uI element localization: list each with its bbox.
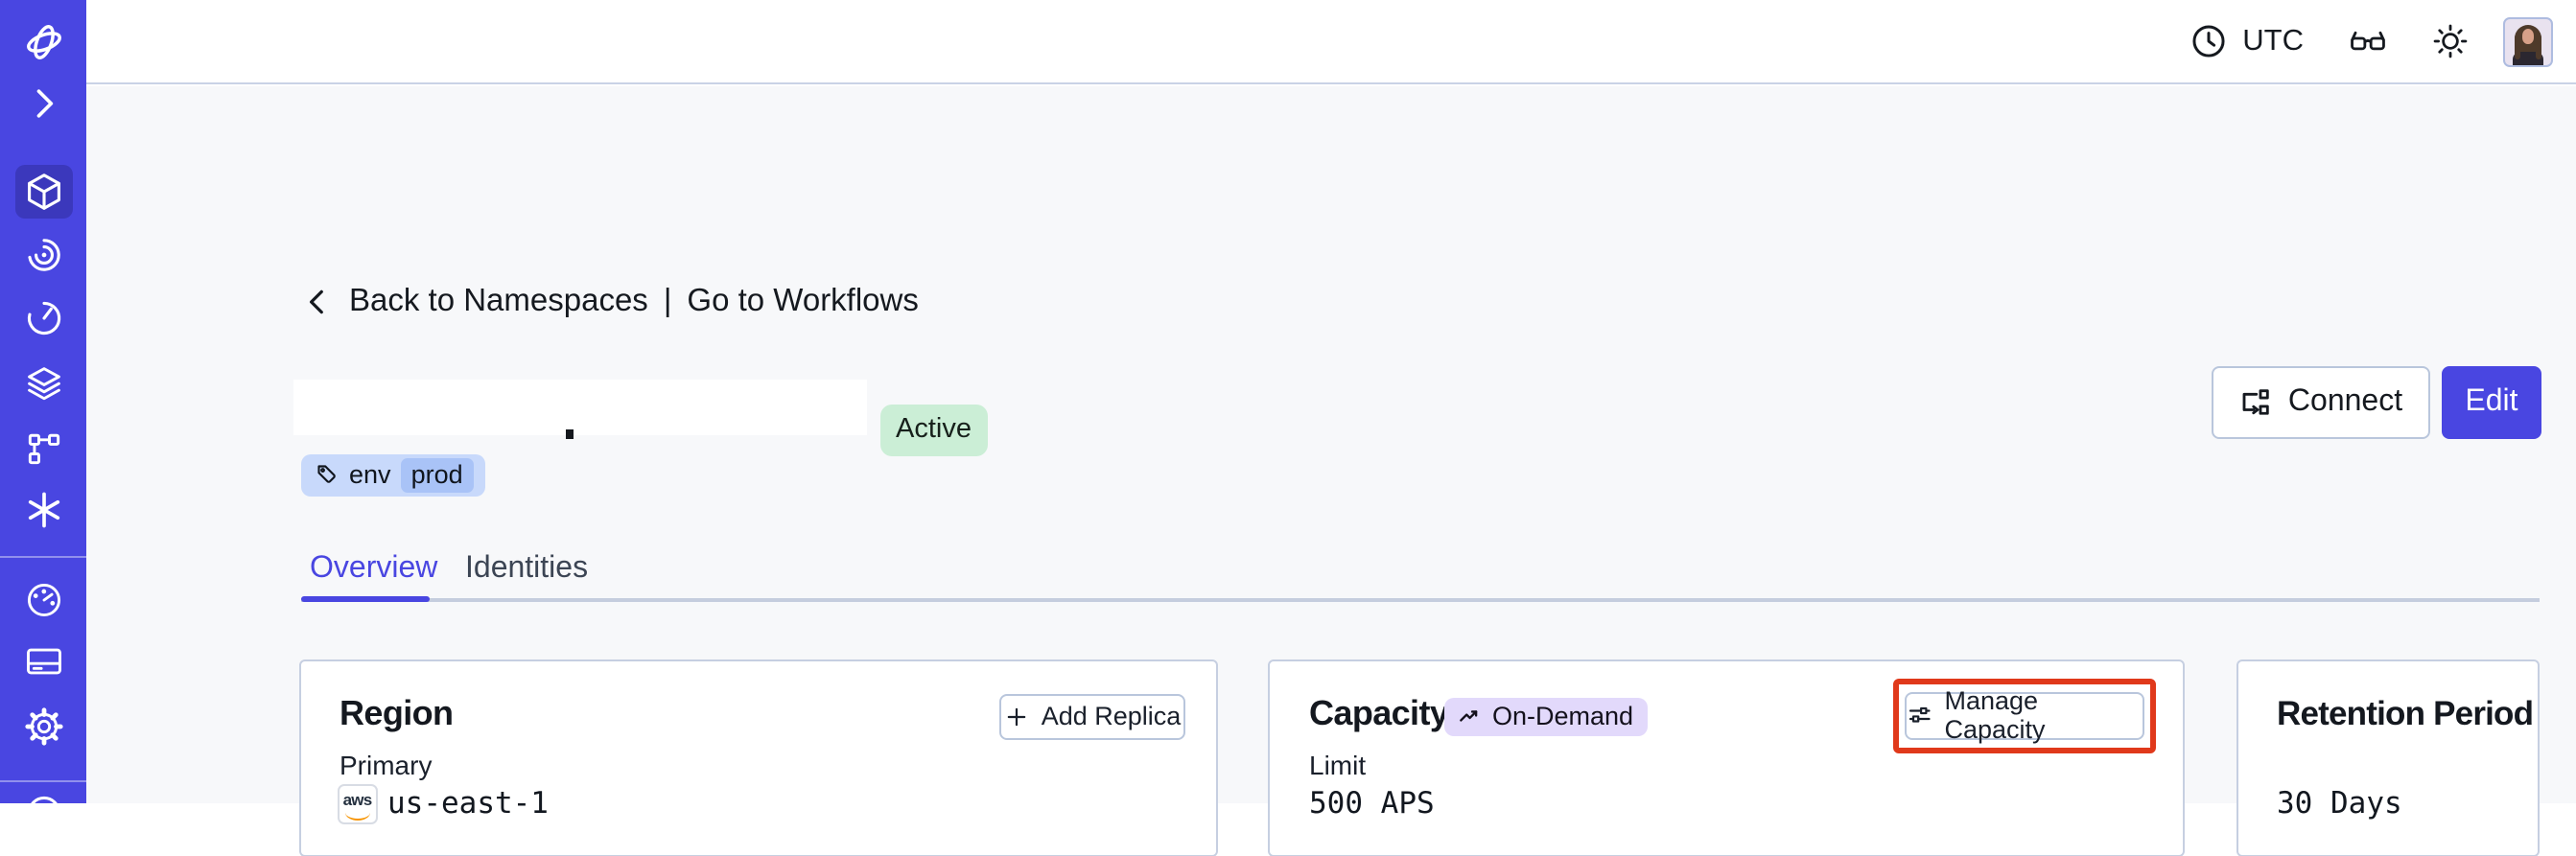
- glasses-icon[interactable]: [2348, 22, 2388, 62]
- avatar-shirt: [2512, 52, 2543, 65]
- topbar: UTC: [86, 0, 2576, 83]
- connect-button-label: Connect: [2287, 385, 2403, 418]
- sidebar-item-namespaces[interactable]: [22, 171, 64, 213]
- on-demand-badge: On-Demand: [1444, 698, 1648, 735]
- sidebar-nav: [0, 0, 86, 830]
- user-avatar[interactable]: [2503, 17, 2552, 66]
- temporal-logo-icon[interactable]: [22, 20, 64, 62]
- namespace-tag: env prod: [301, 453, 486, 496]
- sun-icon[interactable]: [2430, 22, 2471, 62]
- namespace-title-redacted: [293, 380, 866, 438]
- sidebar-divider: [0, 556, 86, 558]
- active-tab-underline: [300, 595, 430, 601]
- sidebar-item-partial-circle[interactable]: [22, 792, 64, 834]
- sidebar-item-nexus-asterisk[interactable]: [22, 488, 64, 530]
- region-card-title: Region: [340, 694, 454, 732]
- timezone-label: UTC: [2242, 24, 2304, 58]
- expand-sidebar-chevron-icon[interactable]: [22, 82, 64, 125]
- avatar-hair-strand: [2536, 35, 2541, 59]
- edit-button[interactable]: Edit: [2442, 366, 2541, 439]
- on-demand-label: On-Demand: [1492, 702, 1634, 731]
- aws-smile-arc: [345, 808, 369, 820]
- main-content: Back to Namespaces | Go to Workflows Act…: [86, 85, 2576, 856]
- breadcrumb-back-link[interactable]: Back to Namespaces: [349, 284, 648, 318]
- sidebar-item-billing[interactable]: [22, 640, 64, 682]
- tag-icon: [314, 462, 340, 488]
- breadcrumb-separator: |: [663, 284, 672, 318]
- tab-identities[interactable]: Identities: [465, 552, 589, 585]
- aws-logo: aws: [338, 784, 377, 823]
- sidebar-item-flow-branch[interactable]: [22, 428, 64, 470]
- plus-icon: [1003, 704, 1030, 730]
- timezone-selector[interactable]: UTC: [2189, 22, 2304, 62]
- tag-value-chip: prod: [400, 457, 474, 492]
- sidebar-item-settings[interactable]: [22, 706, 64, 748]
- add-replica-button[interactable]: Add Replica: [999, 693, 1184, 740]
- connect-button[interactable]: Connect: [2212, 366, 2429, 439]
- retention-card: Retention Period 30 Days: [2236, 659, 2540, 856]
- connect-flow-icon: [2238, 385, 2273, 420]
- back-chevron-icon[interactable]: [301, 286, 334, 318]
- clock-icon: [2189, 22, 2229, 62]
- edit-button-label: Edit: [2465, 385, 2518, 418]
- sidebar-item-spiral[interactable]: [22, 233, 64, 275]
- breadcrumb-workflows-link[interactable]: Go to Workflows: [687, 284, 919, 318]
- region-card: Region Add Replica Primary aws us-east-1: [298, 659, 1217, 856]
- manage-capacity-label: Manage Capacity: [1944, 686, 2046, 745]
- region-field-label: Primary: [340, 750, 433, 780]
- sidebar-divider: [0, 779, 86, 781]
- annotation-highlight-box: Manage Capacity: [1893, 678, 2156, 753]
- tag-key: env: [349, 460, 391, 489]
- avatar-hair-strand: [2514, 35, 2519, 59]
- status-badge: Active: [879, 405, 988, 456]
- tabs-bottom-border: [300, 598, 2539, 601]
- retention-card-title: Retention Period: [2277, 694, 2534, 732]
- redacted-text-artifact: [565, 429, 574, 438]
- capacity-card: Capacity On-Demand: [1268, 659, 2185, 856]
- sidebar-item-deployments[interactable]: [22, 362, 64, 405]
- sidebar-item-schedules[interactable]: [22, 297, 64, 339]
- sidebar-item-usage[interactable]: [22, 579, 64, 621]
- capacity-card-title: Capacity: [1309, 694, 1449, 732]
- breadcrumb: Back to Namespaces | Go to Workflows: [301, 284, 919, 320]
- retention-value: 30 Days: [2277, 786, 2402, 821]
- capacity-field-label: Limit: [1309, 750, 1367, 780]
- tab-overview[interactable]: Overview: [310, 552, 438, 585]
- aws-logo-text: aws: [342, 789, 373, 808]
- capacity-value: 500 APS: [1309, 786, 1435, 821]
- region-value: us-east-1: [387, 786, 549, 821]
- sliders-icon: [1907, 703, 1933, 729]
- add-replica-label: Add Replica: [1041, 702, 1182, 731]
- avatar-face: [2521, 28, 2535, 43]
- header-actions: Connect Edit: [2212, 366, 2541, 439]
- topbar-right-cluster: UTC: [2189, 0, 2552, 83]
- manage-capacity-button[interactable]: Manage Capacity: [1905, 687, 2144, 745]
- trending-up-icon: [1458, 704, 1484, 729]
